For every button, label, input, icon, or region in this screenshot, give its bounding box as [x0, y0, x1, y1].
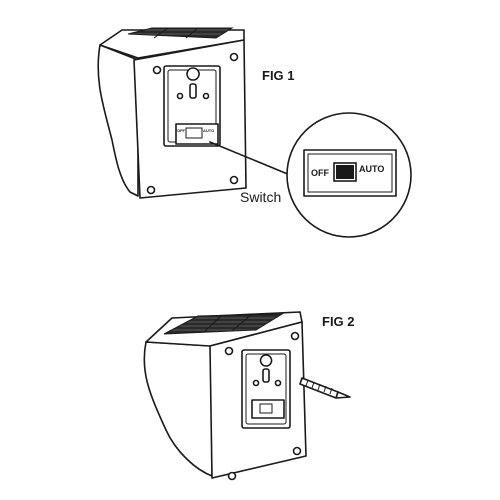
svg-text:OFF: OFF	[177, 128, 186, 133]
fig1-keyhole	[186, 67, 200, 81]
fig2-device-switch	[251, 399, 285, 419]
fig2-screw	[290, 331, 300, 341]
fig1-screw	[229, 52, 239, 62]
fig2-screw	[224, 346, 234, 356]
fig2-screw	[227, 471, 237, 481]
fig1-screw	[152, 65, 162, 75]
switch-auto-label: AUTO	[359, 164, 384, 174]
mounting-screw-icon	[299, 377, 351, 399]
switch-off-label: OFF	[311, 168, 329, 178]
switch-callout: OFF AUTO	[286, 112, 412, 238]
fig1-device-switch: OFF AUTO	[175, 123, 219, 145]
fig2-keyhole	[259, 354, 273, 367]
switch-label: Switch	[240, 189, 281, 205]
fig1-leader-line	[209, 141, 291, 176]
fig2-solar-panel	[163, 313, 284, 335]
svg-text:AUTO: AUTO	[203, 128, 214, 133]
fig1-label: FIG 1	[262, 68, 295, 83]
fig1-solar-panel	[127, 27, 234, 39]
fig2-label: FIG 2	[322, 314, 355, 329]
fig1-screw	[229, 175, 239, 185]
fig1-screw	[146, 185, 156, 195]
fig1-device: OFF AUTO	[97, 27, 247, 199]
fig2-screw	[292, 446, 302, 456]
fig2-device	[143, 311, 307, 481]
